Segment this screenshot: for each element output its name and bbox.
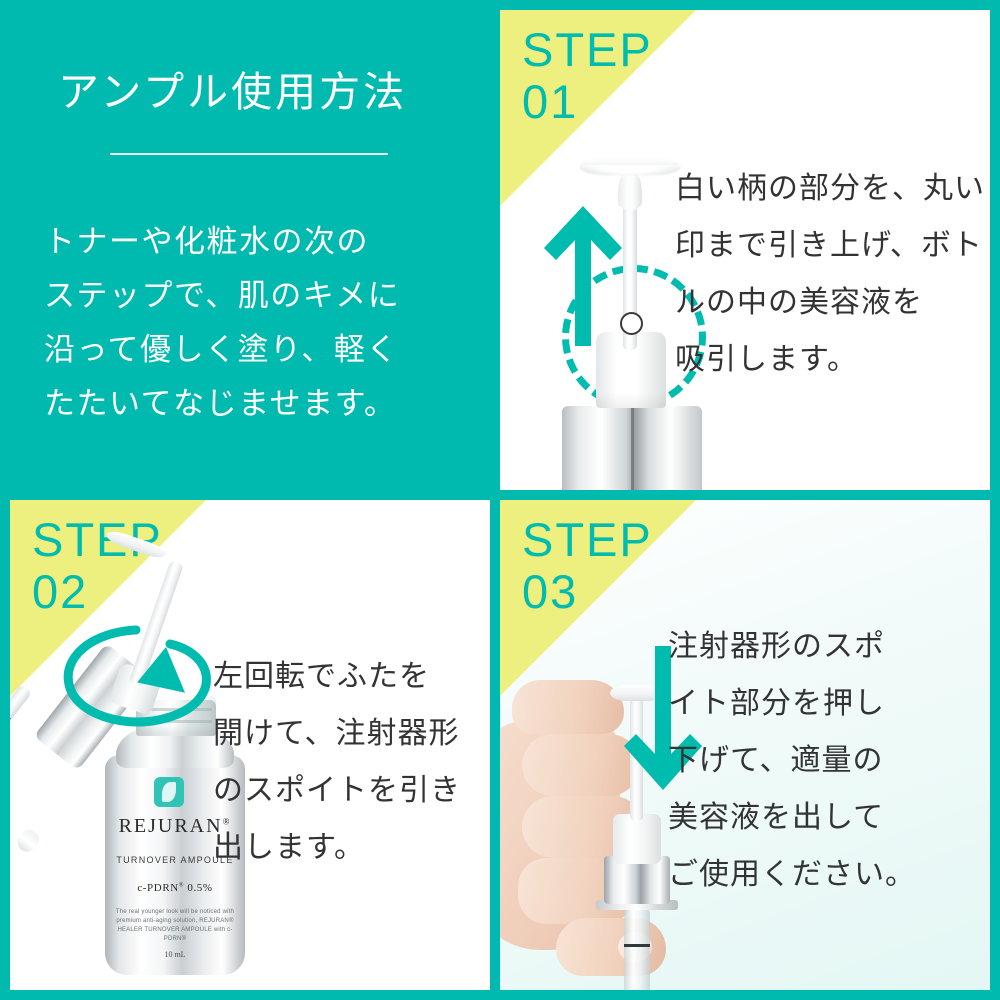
up-arrow-icon: [540, 200, 626, 355]
step-03-line: 注射器形のスポ: [668, 630, 885, 663]
step-word: STEP: [522, 23, 653, 76]
step-01-panel: STEP 01 白い柄の部分を、丸い 印まで引き上げ、ボト ルの中の美容液を 吸…: [500, 10, 990, 490]
step-02-line: 出します。: [213, 831, 365, 864]
product-brand: REJURAN®: [105, 815, 245, 838]
step-03-line: ご使用ください。: [668, 858, 916, 891]
step-01-line: 印まで引き上げ、ボト: [675, 229, 983, 262]
step-01-label: STEP 01: [522, 24, 653, 128]
stem-mark-circle: [620, 312, 643, 335]
title-divider: [110, 153, 388, 155]
intro-panel: アンプル使用方法 トナーや化粧水の次の ステップで、肌のキメに 沿って優しく塗り…: [10, 10, 490, 490]
step-02-panel: STEP 02 REJURAN® TURNOVER AMPOULE c-PDRN…: [10, 500, 490, 990]
step-03-line: 下げて、適量の: [668, 744, 884, 777]
intro-line: 沿って優しく塗り、軽く: [44, 332, 399, 367]
dropper-plunger-top: [104, 528, 168, 561]
dropper-tube: [10, 683, 33, 827]
brand-trademark: ®: [222, 816, 232, 827]
dropper-white-collar: [613, 814, 661, 864]
concentration-name: c-PDRN: [137, 882, 179, 894]
product-volume: 10 mL: [164, 950, 186, 959]
intro-line: トナーや化粧水の次の: [44, 224, 369, 259]
middle-finger: [522, 734, 640, 796]
intro-body-text: トナーや化粧水の次の ステップで、肌のキメに 沿って優しく塗り、軽く たたいてな…: [44, 215, 464, 431]
concentration-value: 0.5%: [187, 882, 213, 894]
step-03-text: 注射器形のスポ イト部分を押し 下げて、適量の 美容液を出して ご使用ください。: [668, 618, 978, 903]
step-01-line: ルの中の美容液を: [675, 286, 923, 319]
step-number: 03: [522, 565, 579, 618]
product-concentration: c-PDRN® 0.5%: [105, 882, 245, 894]
step-02-text: 左回転でふたを 開けて、注射器形 のスポイトを引き 出します。: [213, 648, 490, 876]
step-02-line: 開けて、注射器形: [213, 717, 460, 750]
dropper-tip: [13, 826, 43, 856]
step-03-panel: STEP 03: [500, 500, 990, 990]
concentration-trademark: ®: [178, 882, 184, 889]
brand-name: REJURAN: [118, 815, 223, 837]
step-01-line: 吸引します。: [675, 343, 858, 376]
pump-handle: [580, 158, 680, 179]
product-fine-print: The real younger look will be noticed wi…: [115, 909, 235, 942]
step-02-illustration: REJURAN® TURNOVER AMPOULE c-PDRN® 0.5% T…: [10, 500, 320, 990]
intro-line: たたいてなじませます。: [44, 386, 397, 421]
dropper-glass-tube: [624, 908, 650, 990]
step-number: 01: [522, 75, 579, 128]
product-line-name: TURNOVER AMPOULE: [116, 855, 234, 865]
intro-line: ステップで、肌のキメに: [44, 278, 401, 313]
step-01-text: 白い柄の部分を、丸い 印まで引き上げ、ボト ルの中の美容液を 吸引します。: [675, 160, 985, 388]
step-01-illustration: [500, 10, 800, 490]
step-03-illustration: [500, 500, 800, 990]
page-title: アンプル使用方法: [58, 69, 408, 115]
bottle-seam: [631, 406, 634, 490]
step-number: 02: [32, 565, 89, 618]
step-01-line: 白い柄の部分を、丸い: [675, 172, 985, 205]
dropper-metal-collar: [604, 856, 670, 904]
step-03-line: 美容液を出して: [668, 801, 885, 834]
down-arrow-icon: [620, 642, 706, 802]
step-03-label: STEP 03: [522, 514, 653, 618]
intro-content: アンプル使用方法 トナーや化粧水の次の ステップで、肌のキメに 沿って優しく塗り…: [10, 10, 490, 490]
step-02-line: 左回転でふたを: [213, 660, 430, 693]
step-02-label: STEP 02: [32, 514, 163, 618]
rotate-left-arrow-icon: [52, 610, 232, 765]
index-finger: [512, 680, 624, 734]
step-03-line: イト部分を押し: [668, 687, 885, 720]
brand-logo-icon: [154, 777, 184, 807]
dropper-flange: [596, 900, 678, 910]
dropper-plunger-top: [610, 685, 664, 701]
step-02-line: のスポイトを引き: [213, 774, 461, 807]
step-word: STEP: [522, 513, 653, 566]
